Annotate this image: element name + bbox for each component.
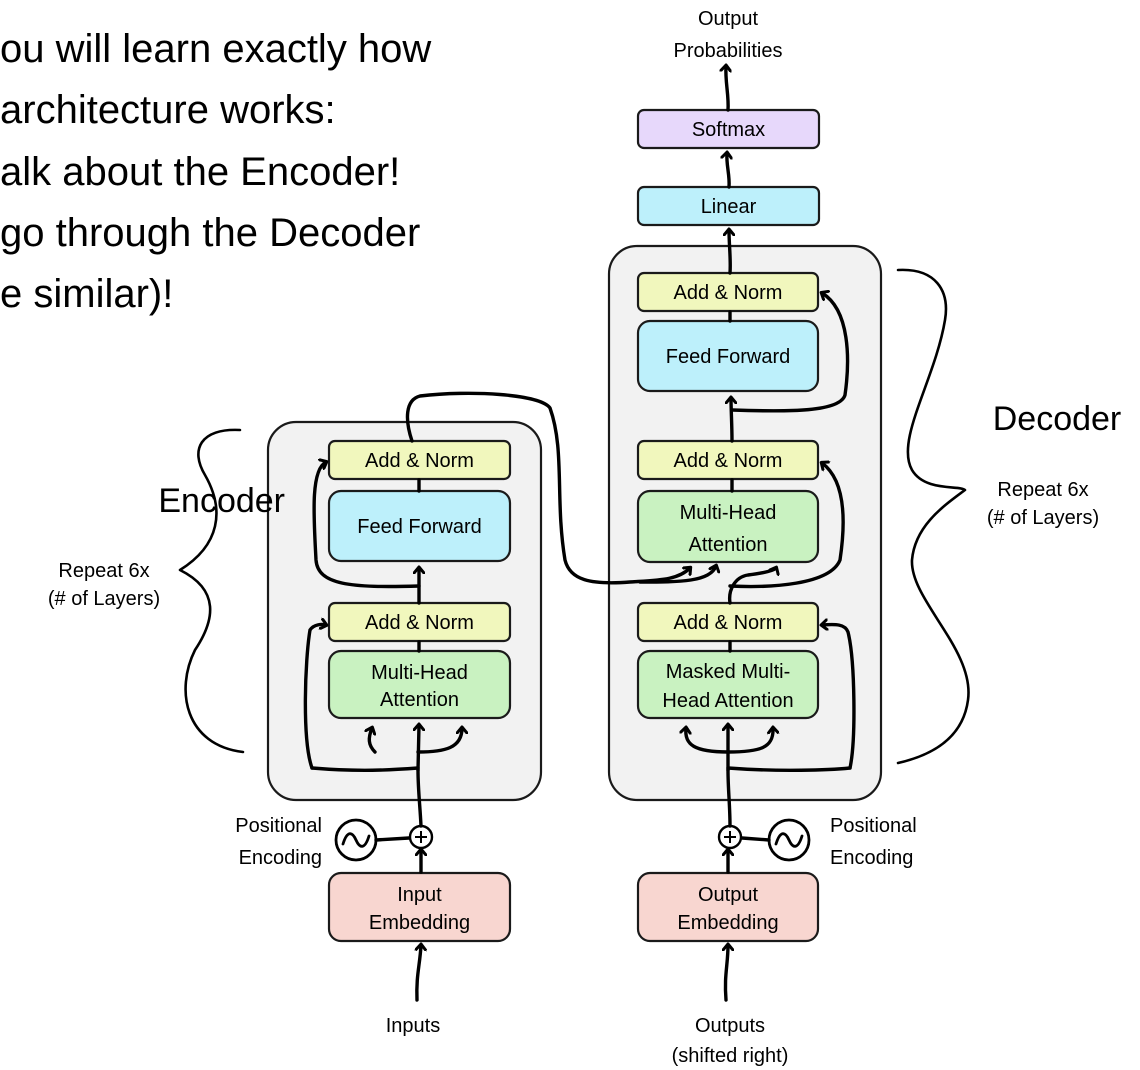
encoder-add-norm-top: Add & Norm [327, 439, 512, 481]
intro-line: ou will learn exactly how [0, 27, 431, 71]
output-embedding: Output Embedding [636, 871, 820, 943]
intro-text: ou will learn exactly how architecture w… [0, 27, 431, 316]
curly-brace-icon [178, 428, 245, 754]
intro-line: architecture works: [0, 88, 336, 132]
linear-block: Linear [636, 185, 821, 227]
arrow-icon [416, 728, 462, 754]
encoder-multi-head-attention: Multi-Head Attention [327, 649, 512, 720]
svg-text:Embedding: Embedding [677, 912, 778, 934]
svg-text:Probabilities: Probabilities [674, 40, 783, 62]
arrow-icon [726, 728, 773, 754]
encoder-positional-label: Positional [235, 815, 322, 837]
svg-text:Add & Norm: Add & Norm [674, 612, 783, 634]
intro-line: go through the Decoder [0, 211, 420, 255]
decoder-multi-head-attention: Multi-Head Attention [636, 489, 820, 564]
svg-text:Embedding: Embedding [369, 912, 470, 934]
encoder-repeat-label: Repeat 6x [58, 560, 149, 582]
svg-text:Add & Norm: Add & Norm [674, 282, 783, 304]
decoder-encoding-label: Encoding [830, 847, 913, 869]
decoder-masked-attention: Masked Multi- Head Attention [636, 649, 820, 720]
encoder-encoding-label: Encoding [239, 847, 322, 869]
arrow-icon [417, 945, 421, 1002]
svg-text:Multi-Head: Multi-Head [371, 662, 468, 684]
decoder-layers-label: (# of Layers) [987, 507, 1099, 529]
encoder-arrows [303, 391, 716, 1002]
arrow-icon [730, 293, 850, 413]
sine-wave-icon [767, 818, 811, 862]
decoder-add-norm-mid: Add & Norm [636, 439, 820, 481]
encoder-add-norm-bottom: Add & Norm [327, 601, 512, 643]
intro-line: e similar)! [0, 272, 173, 316]
decoder-title: Decoder [993, 400, 1122, 438]
decoder-repeat-label: Repeat 6x [997, 479, 1088, 501]
decoder-arrows [686, 66, 856, 1002]
arrow-icon [726, 66, 728, 112]
svg-text:Multi-Head: Multi-Head [680, 502, 777, 524]
intro-line: alk about the Encoder! [0, 150, 400, 194]
plus-circle-icon [717, 824, 743, 850]
arrow-icon [729, 230, 730, 275]
svg-text:Add & Norm: Add & Norm [365, 450, 474, 472]
encoder-layers-label: (# of Layers) [48, 588, 160, 610]
input-embedding: Input Embedding [327, 871, 512, 943]
svg-text:Feed Forward: Feed Forward [666, 346, 791, 368]
softmax-block: Softmax [636, 108, 821, 150]
svg-text:Linear: Linear [701, 196, 757, 218]
svg-text:Output: Output [698, 884, 758, 906]
decoder-add-norm-top: Add & Norm [636, 271, 820, 313]
svg-text:Input: Input [397, 884, 442, 906]
curly-brace-icon [896, 268, 970, 765]
plus-circle-icon [408, 824, 434, 850]
arrow-icon [725, 945, 728, 1002]
inputs-label: Inputs [386, 1015, 440, 1037]
svg-text:Softmax: Softmax [692, 119, 765, 141]
encoder-title: Encoder [158, 482, 285, 520]
output-probabilities-label: Output Probabilities [674, 8, 783, 62]
svg-text:Feed Forward: Feed Forward [357, 516, 482, 538]
svg-text:Head Attention: Head Attention [662, 690, 793, 712]
arrow-icon [312, 462, 421, 589]
svg-text:Attention: Attention [689, 534, 768, 556]
outputs-label: Outputs [695, 1015, 765, 1037]
svg-text:Output: Output [698, 8, 758, 30]
arrow-icon [303, 625, 326, 770]
arrow-icon [727, 153, 729, 189]
arrow-icon [418, 725, 419, 772]
encoder-feed-forward: Feed Forward [327, 489, 512, 563]
arrow-icon [686, 728, 730, 754]
sine-wave-icon [334, 818, 378, 862]
decoder-positional-label: Positional [830, 815, 917, 837]
svg-text:Add & Norm: Add & Norm [365, 612, 474, 634]
arrow-icon [731, 398, 732, 443]
svg-text:Add & Norm: Add & Norm [674, 450, 783, 472]
arrow-icon [728, 463, 845, 589]
arrow-icon [369, 728, 377, 754]
arrow-icon [822, 625, 856, 770]
arrow-icon [638, 566, 716, 584]
svg-text:Masked Multi-: Masked Multi- [666, 661, 790, 683]
decoder-feed-forward: Feed Forward [636, 319, 820, 393]
outputs-shifted-label: (shifted right) [672, 1045, 789, 1067]
decoder-add-norm-bottom: Add & Norm [636, 601, 820, 643]
svg-text:Attention: Attention [380, 689, 459, 711]
